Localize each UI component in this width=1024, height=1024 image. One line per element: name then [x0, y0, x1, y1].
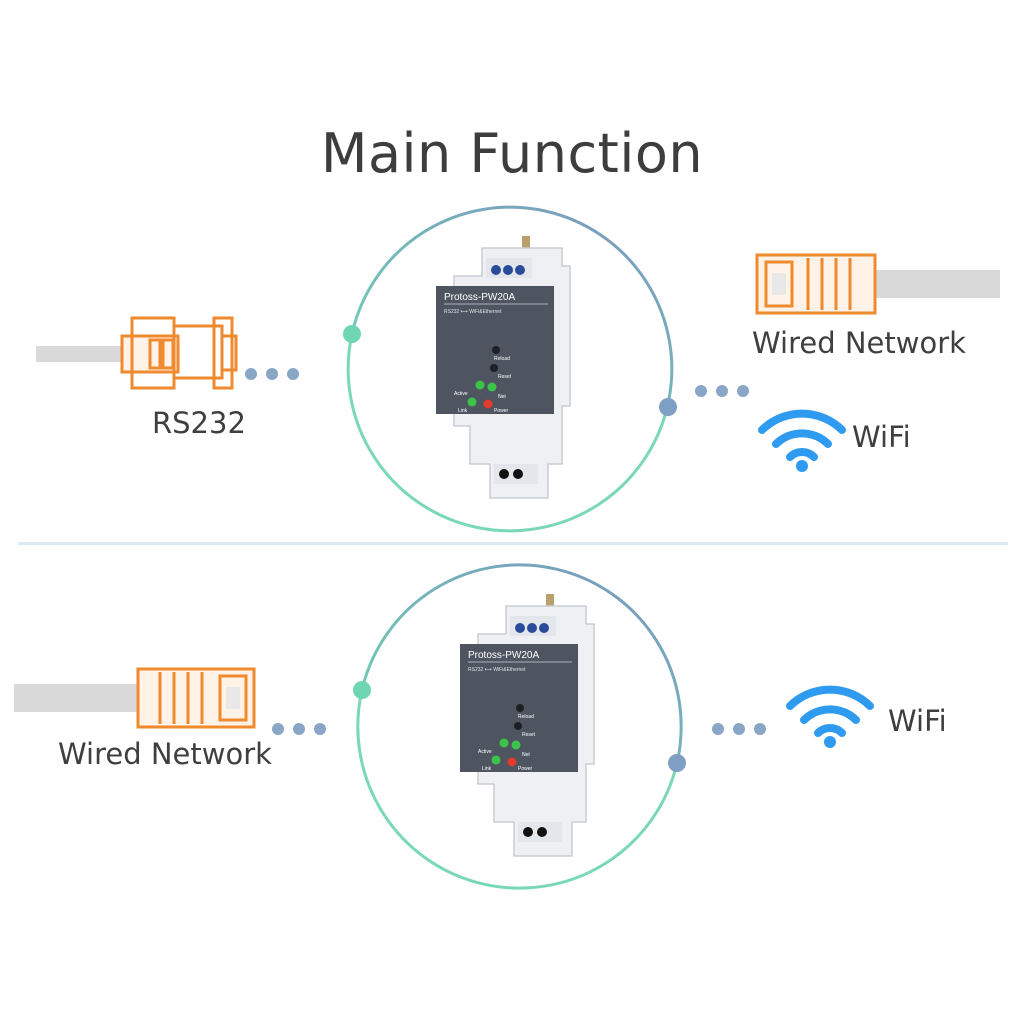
reset-button[interactable]: [514, 722, 522, 730]
device-subtitle: RS232 ⟷ WiFi&Ethernet: [444, 309, 502, 315]
reset-button[interactable]: [490, 364, 498, 372]
ring-node-right: [668, 754, 686, 772]
rs232-label: RS232: [152, 406, 246, 440]
active-label: Active: [454, 391, 468, 397]
rj45-connector-icon: [755, 253, 1000, 315]
power-label: Power: [518, 766, 533, 772]
device-model: Protoss-PW20A: [468, 650, 539, 661]
top-left-dots: [245, 368, 299, 380]
top-ring: [343, 205, 677, 533]
wired-network-label: Wired Network: [752, 326, 966, 360]
reload-label: Reload: [518, 714, 534, 720]
link-label: Link: [458, 408, 468, 414]
rj45-connector-icon: [14, 667, 256, 729]
device-bottom: Protoss-PW20A RS232 ⟷ WiFi&Ethernet Relo…: [460, 594, 595, 857]
active-label: Active: [478, 749, 492, 755]
bottom-left-dots: [272, 723, 326, 735]
ring-node-left: [343, 325, 361, 343]
net-label: Net: [498, 394, 506, 400]
net-label: Net: [522, 752, 530, 758]
wifi-icon: [758, 409, 846, 472]
wifi-icon: [786, 685, 874, 748]
ring-node-left: [353, 681, 371, 699]
wifi-label: WiFi: [852, 420, 911, 454]
wired-network-label: Wired Network: [58, 737, 272, 771]
link-label: Link: [482, 766, 492, 772]
reload-label: Reload: [494, 356, 510, 362]
device-top: Protoss-PW20A RS232 ⟷ WiFi&Ethernet Relo…: [436, 236, 571, 499]
page-title: Main Function: [320, 122, 704, 185]
reset-label: Reset: [522, 732, 536, 738]
power-label: Power: [494, 408, 509, 414]
rs232-connector-icon: [36, 316, 238, 390]
bottom-ring: [353, 563, 686, 890]
device-model: Protoss-PW20A: [444, 292, 515, 303]
reset-label: Reset: [498, 374, 512, 380]
bottom-right-dots: [712, 723, 766, 735]
top-right-dots: [695, 385, 749, 397]
section-divider: [18, 542, 1008, 545]
wifi-label: WiFi: [888, 704, 947, 738]
device-subtitle: RS232 ⟷ WiFi&Ethernet: [468, 667, 526, 673]
ring-node-right: [659, 398, 677, 416]
